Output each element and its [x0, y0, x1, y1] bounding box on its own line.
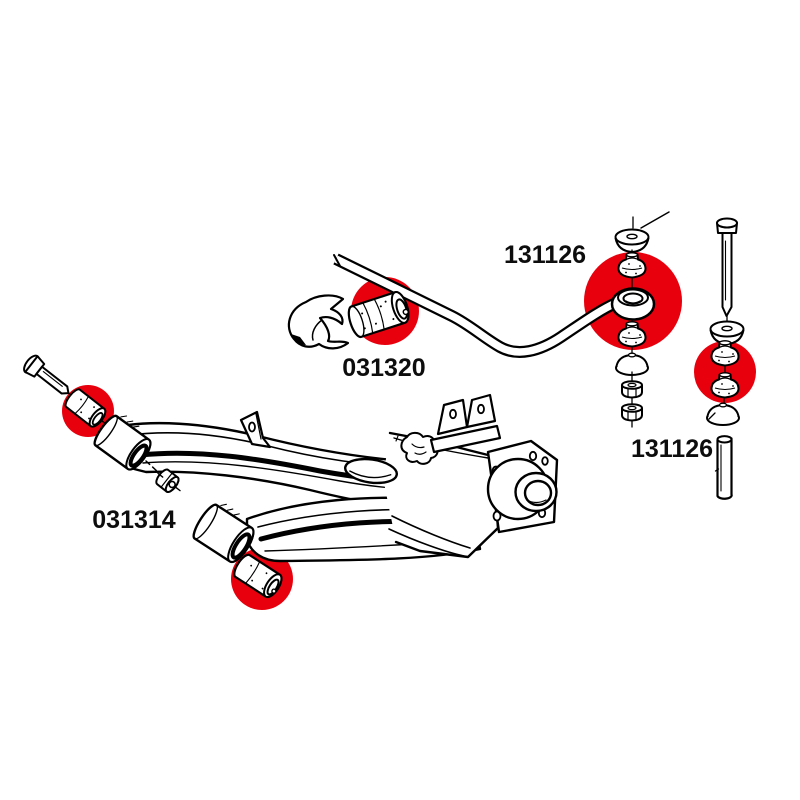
drop-link-upper-stack	[610, 211, 670, 428]
anti-roll-bar	[333, 253, 619, 358]
arm-rear-bushing	[233, 553, 283, 599]
bar-clamp-bracket	[287, 294, 350, 350]
trailing-arm	[93, 393, 559, 564]
arm-front-bolt	[23, 354, 74, 397]
bar-mount-bushing	[347, 290, 410, 339]
bar-eye	[610, 287, 656, 321]
part-label-031314: 031314	[92, 506, 176, 534]
link-bolt	[716, 217, 738, 322]
nut	[621, 403, 643, 422]
spring-clip	[400, 431, 439, 465]
arm-oval-hole	[344, 457, 398, 485]
part-label-131126-lower: 131126	[631, 435, 713, 463]
shock-mount-bracket	[429, 393, 502, 454]
front-pivot-nut-assembly	[145, 460, 181, 493]
cup-washer	[614, 228, 650, 253]
arm-rear-eye	[192, 503, 255, 564]
part-label-131126-upper: 131126	[504, 241, 586, 269]
part-label-031320: 031320	[342, 354, 425, 382]
drop-link-lower-stack	[706, 217, 745, 500]
arm-front-eye	[93, 414, 152, 471]
dome-washer	[706, 402, 740, 426]
nut	[621, 380, 643, 399]
pivot-nut	[155, 468, 181, 493]
arm-front-bushing	[64, 388, 107, 428]
leader-line-dashed	[145, 460, 160, 474]
part-labels: 131126 031320 031314 131126	[92, 241, 713, 534]
spacer-sleeve	[714, 435, 733, 500]
tab-bracket	[239, 410, 272, 449]
hub-tube	[486, 457, 558, 521]
leader-line	[640, 211, 670, 229]
